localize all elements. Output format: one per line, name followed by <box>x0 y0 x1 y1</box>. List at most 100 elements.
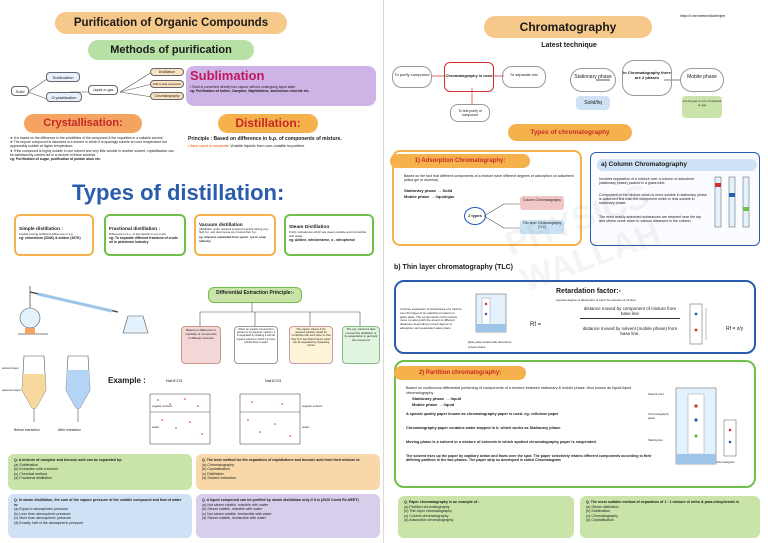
distillation-note-detail: Volatile liquids from non-volatile impur… <box>230 143 305 148</box>
stationary-phase: Stationary phase <box>570 68 616 92</box>
retardation-title: Retardation factor:- <box>556 288 621 295</box>
distillation-title: Distillation: <box>218 114 318 133</box>
simple-distillation-example: eg: chloroform (334K) & aniline (457K) <box>19 236 81 241</box>
question-option: (d) Crystallisation <box>586 518 614 523</box>
source-url[interactable]: https://t.me/neetmedicalhelper <box>680 14 726 18</box>
differential-extraction-connectors <box>199 302 361 326</box>
distillation-info: Principle : Based on difference in b.p. … <box>188 136 378 162</box>
column-title: a) Column Chromatography <box>597 159 757 171</box>
question-option: (a) Equal to atmospheric pressure <box>14 507 69 512</box>
example-label: Example : <box>108 376 146 385</box>
question-option: (d) Fractional distillation <box>14 476 52 481</box>
flow-center: Chromatography is used <box>444 62 494 92</box>
adsorption-type: Column Chromatography <box>520 196 564 210</box>
flow-separate: To separate mix <box>502 66 546 88</box>
column-point: Involves separation of a mixture over a … <box>599 177 695 186</box>
mindmap-differential-extraction: Differential extraction <box>150 80 184 88</box>
question-text: Q. A liquid compound can be purified by … <box>202 498 359 502</box>
vacuum-distillation-card: Vacuum distillation (distillation under … <box>194 214 276 256</box>
question-option: (c) Chemical method <box>14 471 48 476</box>
page-subtitle: Methods of purification <box>88 40 254 60</box>
extraction-node: Based on difference in solubility of com… <box>181 326 221 364</box>
vacuum-distillation-desc: (distillation under reduced pressure) Li… <box>199 227 269 235</box>
partition-figure <box>675 387 737 465</box>
mindmap-sublimation: Sublimation <box>46 72 80 82</box>
left-page: Purification of Organic Compounds Method… <box>2 0 384 543</box>
fractional-distillation-title: Fractional distillation : <box>109 227 161 232</box>
extraction-node: The organic solvent & the aqueous soluti… <box>289 326 333 364</box>
question-option: (a) Steam distillation <box>586 504 619 509</box>
separating-funnels-figure <box>21 355 91 422</box>
simple-distillation-title: Simple distillation : <box>19 227 63 232</box>
adsorption-stationary: Stationary phase → Solid <box>404 188 453 193</box>
example-reagent-1: NaHCO3 <box>166 378 183 383</box>
extraction-node: When an organic compound is present in a… <box>234 326 278 364</box>
funnel-aqueous-label: aqueous layer <box>2 388 21 392</box>
question-card: Q. A liquid compound can be purified by … <box>196 494 380 538</box>
example-reagent-2: NaHCO3 <box>265 378 282 383</box>
partition-point: A special quality paper known as chromat… <box>406 412 559 416</box>
partition-point: Moving phase is a solvent or a mixture o… <box>406 440 597 444</box>
column-point: Component of the mixture which is more s… <box>599 193 707 206</box>
adsorption-desc: Based on the fact that different compone… <box>404 174 574 183</box>
question-text: Q. The best method for the separation of… <box>202 458 361 462</box>
stationary-solid: Solid/liq <box>576 96 610 110</box>
steam-distillation-example: eg: Aniline, nitrobenzene, o - nitrophen… <box>289 238 355 243</box>
question-option: (d) Solvent extraction <box>202 476 236 481</box>
steam-distillation-desc: Purify substances which are steam volati… <box>289 230 367 239</box>
question-card: Q. In steam distillation, the sum of the… <box>8 494 192 538</box>
tlc-desc: Involves separation of substances of a m… <box>400 307 462 330</box>
example-phase-label: organic solvent <box>302 404 323 408</box>
mindmap-connectors <box>27 71 153 101</box>
mobile-phase: Mobile phase <box>680 68 724 92</box>
example-beakers-figure <box>149 393 301 445</box>
question-option: (b) Thin layer chromatography <box>404 509 453 514</box>
question-option: (b) Less than atmospheric pressure <box>14 511 71 516</box>
question-text: Q. In steam distillation, the sum of the… <box>14 498 182 507</box>
crystallisation-points: ➤ It is based on the difference in the s… <box>10 136 178 176</box>
partition-figure-label: Solvent front <box>648 392 664 396</box>
partition-point: Chromatography paper contains water trap… <box>406 426 562 430</box>
fractional-distillation-card: Fractional distillation : Difference in … <box>104 214 186 256</box>
column-figure <box>714 176 750 228</box>
question-option: (c) Not steam volatile, immiscible with … <box>202 511 272 516</box>
fractional-distillation-desc: Difference in b.p. of two liquids is not… <box>109 232 166 236</box>
chromatography-subtitle: Latest technique <box>541 42 597 49</box>
partition-point: Based on continuous differential portion… <box>406 386 632 395</box>
types-of-chromatography: Types of chromatography <box>508 124 632 141</box>
tlc-plate-label: glass plate (coated with adsorbent) <box>468 340 512 344</box>
question-option: (c) More than atmospheric pressure <box>14 516 71 521</box>
mindmap-chromatography: Chromatography <box>150 92 184 100</box>
flow-test-purity: To test purity of compound <box>450 104 490 122</box>
example-phase-label: organic solvent <box>152 404 173 408</box>
rf-numerator: distance moved by component of mixture f… <box>580 306 680 319</box>
chromatography-title: Chromatography <box>484 16 652 38</box>
question-option: (a) Chromatography <box>202 462 235 467</box>
phases-center: In Chromatography there are 2 phases <box>622 60 672 96</box>
adsorption-title: 1) Adsorption Chromatography: <box>390 154 530 168</box>
vacuum-distillation-title: Vacuum distillation <box>199 223 243 228</box>
differential-extraction-title: Differential Extraction Principle:- <box>208 287 302 303</box>
rf-label: Rf = <box>530 322 542 328</box>
sublimation-title: Sublimation <box>190 68 265 83</box>
types-of-distillation-title: Types of distillation: <box>72 180 285 205</box>
question-option: (c) Chromatography <box>586 513 618 518</box>
question-option: (b) Sublimation <box>586 509 611 514</box>
mindmap-distillation: Distillation <box>150 68 184 76</box>
sublimation-example: eg: Purification of iodine, Camphor, Nap… <box>190 89 310 94</box>
simple-distillation-desc: Liquids having sufficient difference in … <box>19 232 74 236</box>
mobile-note: can be gas or mix of solvents or gas <box>682 96 722 118</box>
question-text: Q. A mixture of camphor and benzoic acid… <box>14 458 123 462</box>
question-card: Q. A mixture of camphor and benzoic acid… <box>8 454 192 490</box>
crystallisation-point: ➤ The impure compound is dissolved in a … <box>10 140 167 149</box>
fractional-distillation-example: eg: To separate different fractions of c… <box>109 236 178 245</box>
tlc-title: b) Thin layer chromatography (TLC) <box>394 264 514 271</box>
steam-distillation-title: Steam Distillation <box>289 225 330 230</box>
rf-plate-figure <box>689 303 707 345</box>
column-point: The most readily adsorbed substances are… <box>599 215 702 224</box>
adsorption-types-count: 2 types <box>464 207 486 225</box>
partition-point: The solvent rises up the paper by capill… <box>406 454 652 463</box>
page-title: Purification of Organic Compounds <box>55 12 287 34</box>
adsorption-type: Thin layer Chromatography (TLC) <box>520 220 564 234</box>
partition-title: 2) Partition chromatography: <box>394 366 526 380</box>
